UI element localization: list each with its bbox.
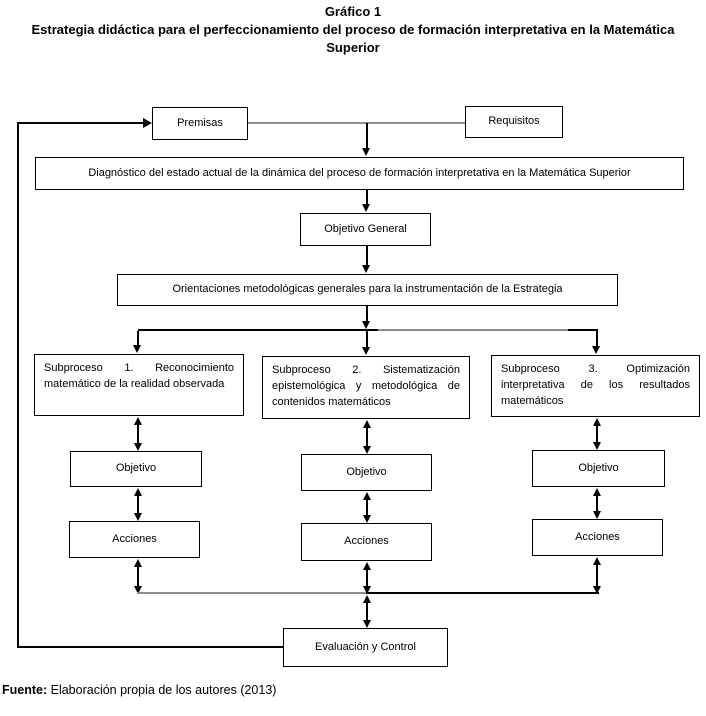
node-objetivo-general: Objetivo General (300, 213, 431, 246)
node-premisas: Premisas (152, 107, 248, 140)
arrowhead-right-premisas (143, 118, 152, 128)
node-objetivo-1: Objetivo (70, 451, 202, 487)
connector-splitter-right-end (568, 329, 598, 331)
source-text: Elaboración propia de los autores (2013) (47, 683, 277, 697)
node-subproceso-3: Subproceso 3. Optimización interpretativ… (491, 355, 700, 417)
node-subproceso-2: Subproceso 2. Sistematización epistemoló… (262, 356, 470, 419)
double-arrow-objetivo2-acciones2 (363, 492, 371, 523)
source-label: Fuente: (2, 683, 48, 697)
node-requisitos: Requisitos (465, 106, 563, 138)
node-evaluacion: Evaluación y Control (283, 628, 448, 667)
double-arrow-objetivo3-acciones3 (593, 488, 601, 519)
node-objetivo-3: Objetivo (532, 450, 665, 487)
arrowhead-down-objetivo-general (362, 204, 370, 212)
arrowhead-down-orientaciones (362, 265, 370, 273)
connector-feedback-bottom (17, 646, 283, 648)
double-arrow-sub3-objetivo3 (593, 418, 601, 450)
connector-split-sub3 (596, 331, 598, 348)
connector-collector-right (366, 592, 599, 594)
source-note: Fuente: Elaboración propia de los autore… (2, 683, 276, 697)
node-diagnostico: Diagnóstico del estado actual de la diná… (35, 157, 684, 190)
connector-collector-left (137, 592, 366, 594)
node-orientaciones: Orientaciones metodológicas generales pa… (117, 274, 618, 306)
connector-diagnostico-objetivo-general (366, 190, 368, 206)
connector-splitter-right-gray (378, 329, 568, 331)
connector-split-sub2 (366, 331, 368, 349)
arrowhead-down-splitter (362, 321, 370, 329)
double-arrow-objetivo1-acciones1 (134, 488, 142, 521)
double-arrow-acciones3-collector (593, 557, 601, 594)
connector-splitter-left (138, 329, 378, 331)
node-subproceso-1: Subproceso 1. Reconocimiento matemático … (34, 354, 244, 416)
connector-premisas-requisitos (248, 122, 465, 124)
node-acciones-1: Acciones (69, 521, 200, 558)
connector-feedback-left (17, 122, 19, 648)
figure-title: Estrategia didáctica para el perfecciona… (31, 22, 675, 55)
arrowhead-down-sub2 (362, 347, 370, 355)
connector-objetivo-general-orientaciones (366, 246, 368, 267)
node-objetivo-2: Objetivo (301, 454, 432, 491)
double-arrow-sub1-objetivo1 (134, 417, 142, 451)
arrowhead-down-sub3 (592, 346, 600, 354)
figure-number: Gráfico 1 (324, 4, 382, 19)
double-arrow-collector-evaluacion (363, 595, 371, 628)
connector-orientaciones-splitter (366, 306, 368, 323)
double-arrow-acciones1-collector (134, 559, 142, 594)
connector-feedback-top (18, 122, 145, 124)
double-arrow-sub2-objetivo2 (363, 420, 371, 454)
arrowhead-down-sub1 (133, 345, 141, 353)
double-arrow-acciones2-collector (363, 562, 371, 594)
connector-to-diagnostico (366, 123, 368, 150)
connector-split-sub1 (137, 331, 139, 347)
node-acciones-2: Acciones (301, 523, 432, 561)
node-acciones-3: Acciones (532, 519, 663, 556)
arrowhead-down-diagnostico (362, 148, 370, 156)
